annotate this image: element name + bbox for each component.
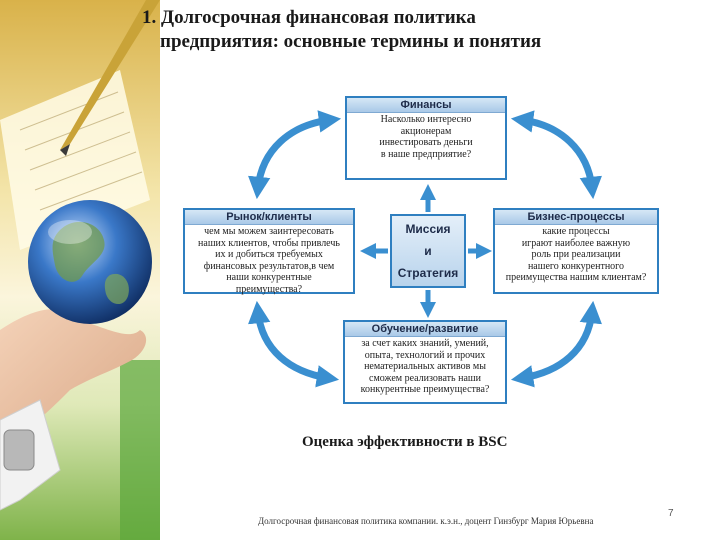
learning-line: за счет каких знаний, умений, [361,338,489,349]
business-heading: Бизнес-процессы [495,210,657,225]
mission-strategy-box: Миссия и Стратегия [390,214,466,288]
arrow-finance-to-market [248,110,342,200]
strategy-label: Стратегия [397,266,459,280]
decorative-photo [0,0,160,540]
market-line: финансовых результатов,в чем [203,260,335,272]
page-number: 7 [668,508,674,519]
mission-conjunction: и [424,244,432,258]
learning-box: Обучение/развитие за счет каких знаний, … [343,320,507,404]
arrow-market-to-learning [248,300,340,388]
learning-line: сможем реализовать наши [369,372,481,384]
market-text: чем мы можем заинтересовать наших клиент… [185,225,353,296]
mission-label: Миссия [405,222,451,236]
arrow-finance-to-business [510,110,602,200]
footer-text: Долгосрочная финансовая политика компани… [258,516,594,526]
market-line: наших клиентов, чтобы привлечь [198,237,340,249]
business-line: роль при реализации [531,249,621,260]
business-box: Бизнес-процессы какие процессы играют на… [493,208,659,294]
business-text: какие процессы играют наиболее важную ро… [495,225,657,285]
market-line: наши конкурентные [226,272,312,283]
learning-text: за счет каких знаний, умений, опыта, тех… [345,337,505,397]
business-line: играют наиболее важную [521,237,631,249]
market-box: Рынок/клиенты чем мы можем заинтересоват… [183,208,355,296]
market-line: преимущества? [235,283,303,295]
finance-box: Финансы Насколько интересно акционерам и… [345,96,507,180]
business-line: преимущества нашим клиентам? [505,272,647,283]
finance-line: инвестировать деньги [379,137,473,148]
bsc-caption: Оценка эффективности в BSC [302,434,508,450]
business-line: какие процессы [542,226,610,237]
market-line: чем мы можем заинтересовать [204,226,334,237]
finance-heading: Финансы [347,98,505,113]
slide-title-line2: предприятия: основные термины и понятия [160,31,542,52]
learning-heading: Обучение/развитие [345,322,505,337]
slide-title-line1: 1. Долгосрочная финансовая политика [142,7,476,28]
finance-line: в наше предприятие? [380,148,472,160]
finance-line: акционерам [400,125,452,137]
slide-title: 1. Долгосрочная финансовая политика пред… [142,6,702,54]
finance-line: Насколько интересно [380,114,472,125]
business-line: нашего конкурентного [527,260,625,272]
finance-text: Насколько интересно акционерам инвестиро… [347,113,505,161]
market-line: их и добиться требуемых [215,249,323,260]
learning-line: конкурентные преимущества? [360,384,490,395]
market-heading: Рынок/клиенты [185,210,353,225]
learning-line: опыта, технологий и прочих [364,349,486,361]
arrow-business-to-learning [510,300,602,388]
learning-line: нематериальных активов мы [364,361,486,372]
